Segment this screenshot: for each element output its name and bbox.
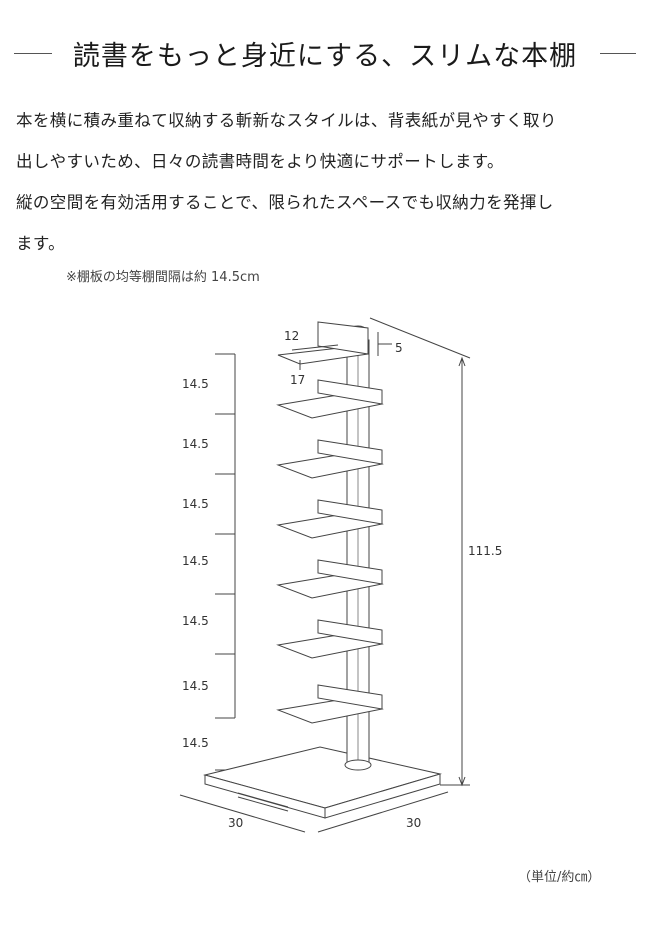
spacing-label: 14.5: [182, 554, 209, 568]
spacing-label: 14.5: [182, 497, 209, 511]
base-slot: [237, 796, 289, 812]
height-extension-top: [369, 317, 471, 359]
base-depth-label: 30: [406, 816, 421, 830]
title-rule-left: [14, 53, 52, 54]
description-line: 出しやすいため、日々の読書時間をより快適にサポートします。: [16, 152, 504, 171]
description-line: 本を横に積み重ねて収納する斬新なスタイルは、背表紙が見やすく取り: [16, 111, 557, 130]
spacing-label: 14.5: [182, 377, 209, 391]
title-rule-right: [600, 53, 636, 54]
description: 本を横に積み重ねて収納する斬新なスタイルは、背表紙が見やすく取り 出しやすいため…: [16, 100, 641, 264]
spacing-label: 14.5: [182, 679, 209, 693]
page-title: 読書をもっと身近にする、スリムな本棚: [72, 41, 578, 72]
spacing-label: 14.5: [182, 736, 209, 750]
bookshelf-dimension-diagram: 14.5 14.5 14.5 14.5 14.5 14.5 14.5 111.5…: [179, 317, 502, 833]
base-width-dimension: [179, 794, 306, 833]
title-row: 読書をもっと身近にする、スリムな本棚: [0, 28, 650, 78]
spacing-label: 14.5: [182, 614, 209, 628]
shelf-lip-label: 5: [395, 341, 403, 355]
unit-note: （単位/約㎝）: [518, 870, 601, 885]
height-label: 111.5: [468, 544, 502, 558]
shelf-width-label: 12: [284, 329, 299, 343]
shelf-3: [276, 499, 384, 539]
shelf-spacing-note: ※棚板の均等棚間隔は約 14.5cm: [66, 270, 260, 285]
shelf-5: [276, 619, 384, 659]
shelf-1: [276, 379, 384, 419]
pole-foot: [344, 759, 372, 771]
description-line: 縦の空間を有効活用することで、限られたスペースでも収納力を発揮し: [16, 193, 554, 212]
base-slot: [237, 792, 289, 808]
base-front-right: [324, 773, 441, 819]
shelf-width-dimension: [291, 344, 339, 351]
height-arrow-top: [458, 356, 466, 367]
shelf-depth-label: 17: [290, 373, 305, 387]
shelf-6: [276, 684, 384, 724]
shelf-2: [276, 439, 384, 479]
base-depth-dimension: [317, 791, 449, 833]
description-line: ます。: [16, 234, 66, 253]
spacing-label: 14.5: [182, 437, 209, 451]
height-arrow-bottom: [458, 776, 466, 787]
shelf-4: [276, 559, 384, 599]
base-width-label: 30: [228, 816, 243, 830]
base-top: [203, 746, 442, 809]
